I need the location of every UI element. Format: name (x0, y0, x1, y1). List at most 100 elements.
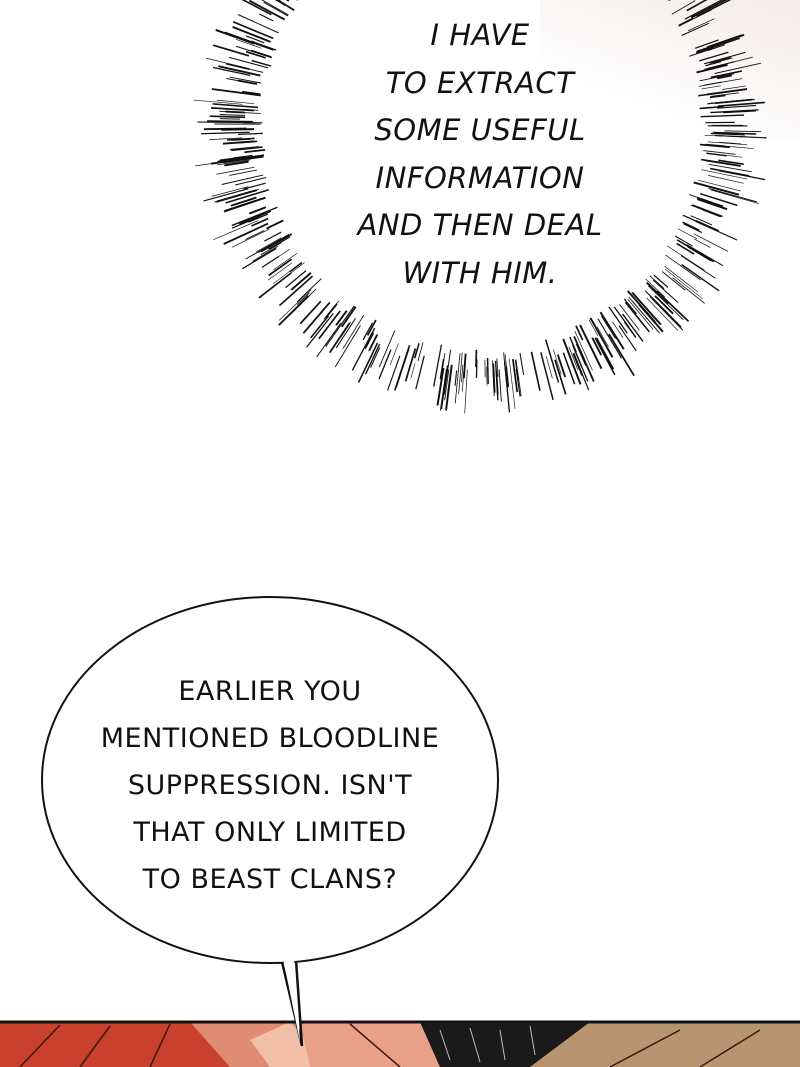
spike-stroke (545, 356, 553, 379)
spike-stroke (702, 209, 722, 218)
spike-stroke (667, 245, 705, 271)
spike-stroke (705, 61, 722, 67)
spike-stroke (223, 222, 269, 245)
spike-stroke (316, 322, 342, 358)
spike-stroke (624, 322, 636, 337)
spike-stroke (683, 223, 703, 234)
spike-stroke (596, 326, 609, 348)
spike-stroke (496, 358, 499, 377)
spike-stroke (223, 155, 264, 164)
spike-stroke (498, 369, 502, 402)
spike-stroke (693, 181, 740, 196)
spike-stroke (717, 104, 757, 109)
spike-stroke (325, 303, 338, 318)
spike-stroke (591, 337, 603, 356)
spike-stroke (213, 220, 259, 240)
spike-stroke (436, 367, 445, 406)
speech-line: THAT ONLY LIMITED (133, 817, 407, 848)
spike-stroke (554, 359, 567, 395)
spike-stroke (574, 330, 593, 371)
spike-stroke (723, 110, 756, 114)
spike-stroke (708, 175, 744, 184)
spike-stroke (232, 26, 271, 43)
spike-stroke (357, 342, 379, 383)
spike-stroke (710, 189, 759, 204)
spike-stroke (562, 338, 582, 385)
spike-stroke (676, 239, 715, 263)
spike-stroke (575, 325, 584, 341)
spike-stroke (245, 35, 265, 44)
spike-stroke (238, 210, 272, 225)
spike-stroke (664, 266, 699, 293)
spike-stroke (238, 132, 263, 135)
spike-stroke (251, 59, 272, 67)
spike-stroke (241, 90, 261, 96)
spike-stroke (229, 169, 258, 176)
spike-stroke (530, 351, 541, 391)
spike-stroke (256, 237, 282, 253)
spike-stroke (443, 349, 452, 395)
spike-stroke (649, 275, 665, 289)
thought-line: TO EXTRACT (385, 65, 575, 100)
spike-stroke (503, 361, 511, 413)
spike-stroke (404, 348, 417, 382)
spike-stroke (682, 221, 700, 231)
spike-stroke (445, 364, 453, 411)
spike-stroke (439, 368, 447, 411)
spike-stroke (696, 196, 724, 208)
spike-stroke (694, 39, 719, 49)
spike-stroke (694, 238, 711, 248)
spike-stroke (231, 228, 270, 248)
spike-stroke (714, 135, 751, 138)
spike-stroke (707, 44, 726, 52)
spike-stroke (508, 358, 516, 409)
spike-stroke (707, 141, 748, 146)
spike-stroke (716, 74, 732, 80)
spike-stroke (709, 33, 745, 48)
spike-stroke (492, 363, 496, 393)
spike-stroke (608, 306, 628, 334)
spike-stroke (712, 131, 739, 134)
spike-stroke (678, 17, 694, 27)
spike-stroke (654, 295, 674, 315)
spike-stroke (624, 301, 650, 333)
spike-stroke (671, 0, 696, 15)
spike-stroke (540, 352, 554, 400)
spike-stroke (275, 0, 295, 11)
spike-stroke (722, 85, 747, 90)
spike-stroke (461, 370, 465, 392)
spike-stroke (209, 115, 246, 119)
spike-stroke (718, 159, 744, 165)
spike-stroke (713, 57, 733, 64)
thought-bubble-text: I HAVE TO EXTRACT SOME USEFUL INFORMATIO… (300, 12, 660, 297)
spike-stroke (568, 346, 579, 370)
spike-stroke (364, 332, 375, 350)
spike-stroke (618, 325, 637, 352)
spike-stroke (351, 327, 376, 371)
spike-stroke (674, 235, 693, 247)
spike-stroke (644, 290, 672, 318)
spike-stroke (259, 13, 274, 22)
spike-stroke (299, 300, 322, 325)
spike-stroke (221, 174, 264, 185)
spike-stroke (701, 85, 721, 90)
spike-stroke (231, 215, 261, 229)
spike-stroke (289, 262, 303, 273)
spike-stroke (341, 306, 357, 328)
background-tint (540, 0, 800, 140)
spike-stroke (266, 219, 284, 230)
spike-stroke (461, 364, 464, 383)
spike-stroke (695, 219, 719, 232)
spike-stroke (680, 255, 716, 279)
spike-stroke (243, 182, 266, 190)
spike-stroke (646, 297, 679, 331)
spike-stroke (218, 65, 261, 77)
spike-stroke (647, 285, 684, 321)
spike-stroke (699, 143, 730, 149)
spike-stroke (219, 113, 246, 117)
spike-stroke (415, 355, 425, 390)
spike-stroke (278, 275, 314, 307)
spike-stroke (661, 271, 686, 291)
spike-stroke (631, 299, 660, 334)
spike-stroke (248, 0, 286, 21)
